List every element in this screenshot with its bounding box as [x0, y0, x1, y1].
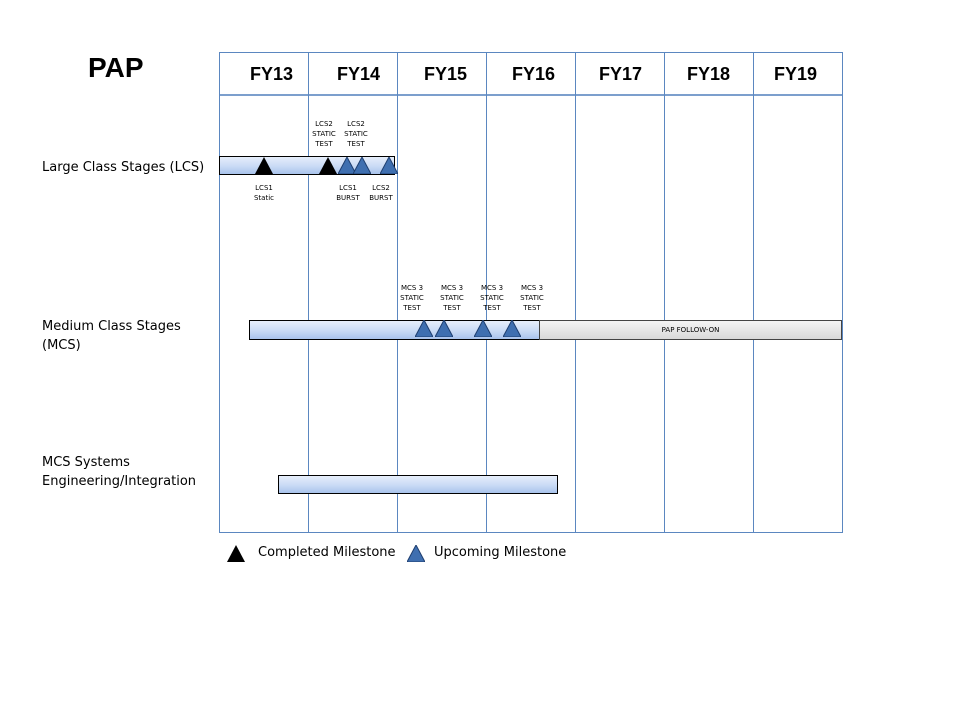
grid-divider [575, 52, 576, 532]
fy-header: FY17 [598, 64, 643, 84]
legend-completed-icon [227, 545, 245, 562]
header-divider [219, 94, 843, 96]
row-label-lcs: Large Class Stages (LCS) [42, 160, 205, 175]
row-label-line: Engineering/Integration [42, 474, 197, 489]
fy-header: FY16 [511, 64, 556, 84]
fy-header: FY15 [423, 64, 468, 84]
mcs-bar [249, 320, 540, 340]
followon-bar [539, 320, 842, 340]
upcoming-milestone-icon [380, 157, 398, 174]
fy-header: FY13 [249, 64, 294, 84]
row-label-mcs: Medium Class Stages (MCS) [42, 317, 181, 355]
upcoming-milestone-icon [415, 320, 433, 337]
upcoming-milestone-icon [474, 320, 492, 337]
row-label-line: Medium Class Stages [42, 319, 181, 334]
grid-divider [397, 52, 398, 532]
upcoming-milestone-icon [353, 157, 371, 174]
grid-divider [486, 52, 487, 532]
timeline-grid [219, 52, 843, 533]
row-label-mcs-se: MCS Systems Engineering/Integration [42, 453, 196, 491]
fy-header: FY19 [773, 64, 818, 84]
legend-completed-label: Completed Milestone [258, 545, 396, 560]
fy-header: FY18 [686, 64, 731, 84]
followon-label: PAP FOLLOW-ON [661, 326, 720, 334]
legend-upcoming-label: Upcoming Milestone [434, 545, 567, 560]
grid-divider [664, 52, 665, 532]
completed-milestone-icon [319, 157, 337, 174]
legend-upcoming-icon [407, 545, 425, 562]
upcoming-milestone-icon [338, 157, 356, 174]
grid-divider [308, 52, 309, 532]
page-title: PAP [88, 52, 144, 83]
grid-divider [753, 52, 754, 532]
fy-header: FY14 [336, 64, 381, 84]
upcoming-milestone-icon [503, 320, 521, 337]
upcoming-milestone-icon [435, 320, 453, 337]
completed-milestone-icon [255, 157, 273, 174]
row-label-line: (MCS) [42, 338, 81, 353]
row-label-line: MCS Systems [42, 455, 130, 470]
grid-divider [842, 52, 843, 532]
mcs-se-bar [278, 475, 558, 494]
